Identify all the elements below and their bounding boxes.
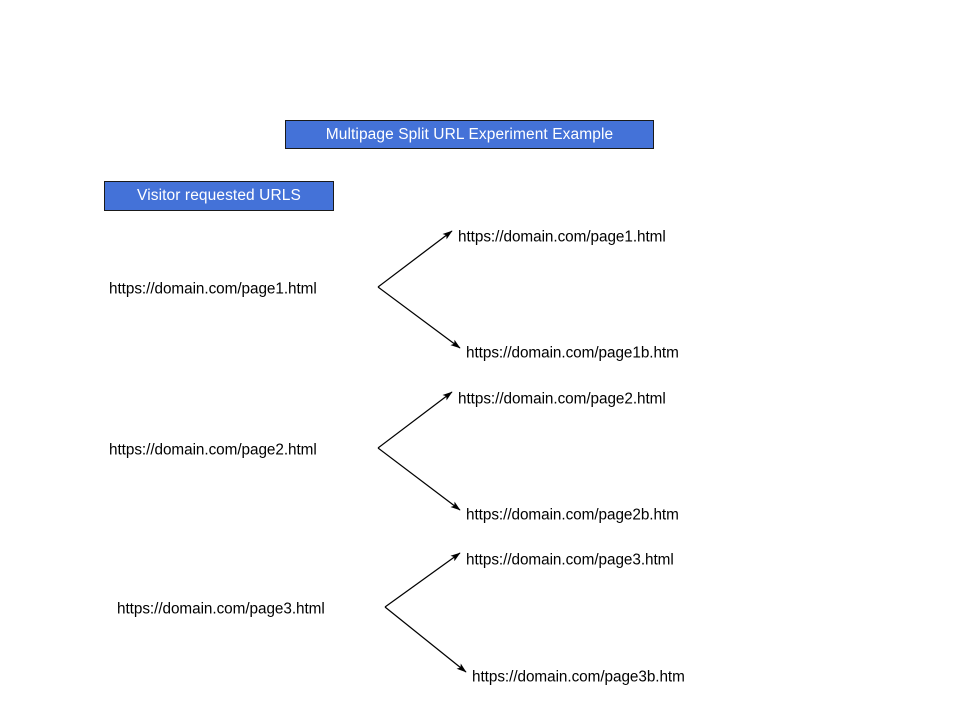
target-url-2b: https://domain.com/page2b.htm xyxy=(466,506,679,524)
arrow-group-2 xyxy=(377,391,461,511)
source-url-2: https://domain.com/page2.html xyxy=(109,441,317,459)
legend-box-visitor-requested-urls: Visitor requested URLS xyxy=(104,181,334,211)
arrow-2-up xyxy=(377,391,453,449)
target-url-3a: https://domain.com/page3.html xyxy=(466,551,674,569)
target-url-3b: https://domain.com/page3b.htm xyxy=(472,668,685,686)
target-url-1b: https://domain.com/page1b.htm xyxy=(466,344,679,362)
arrow-group-1 xyxy=(377,230,461,349)
arrow-1-down xyxy=(377,286,461,349)
arrow-3-down xyxy=(384,606,467,673)
legend-box-label: Visitor requested URLS xyxy=(137,187,301,205)
arrow-3-up xyxy=(384,552,461,608)
target-url-2a: https://domain.com/page2.html xyxy=(458,390,666,408)
source-url-1: https://domain.com/page1.html xyxy=(109,280,317,298)
arrow-2-down xyxy=(377,447,461,511)
title-box: Multipage Split URL Experiment Example xyxy=(285,120,654,149)
arrow-group-3 xyxy=(384,552,467,673)
target-url-1a: https://domain.com/page1.html xyxy=(458,228,666,246)
arrow-1-up xyxy=(377,230,453,288)
title-box-label: Multipage Split URL Experiment Example xyxy=(325,125,614,143)
source-url-3: https://domain.com/page3.html xyxy=(117,600,325,618)
